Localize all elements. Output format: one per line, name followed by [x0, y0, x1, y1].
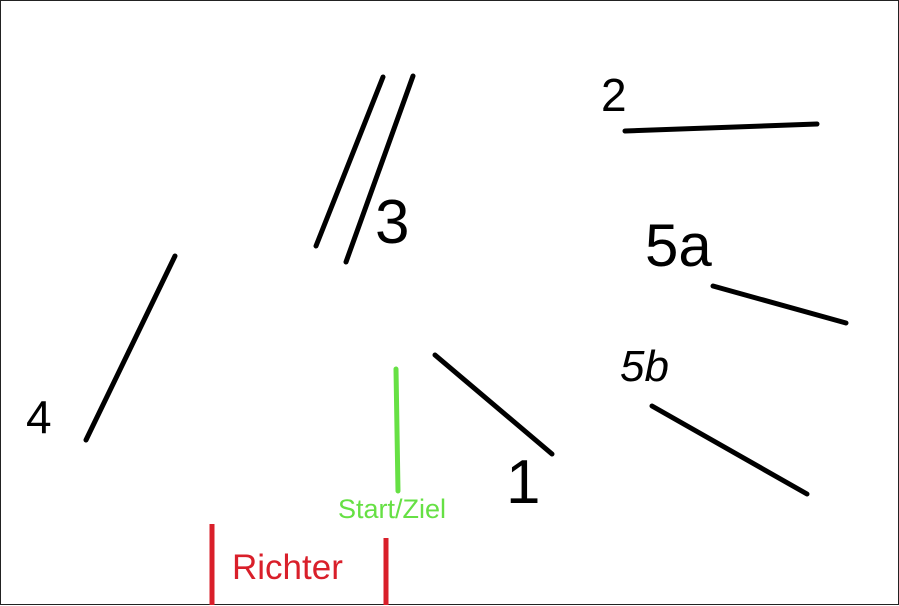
- start-finish-line: [393, 366, 401, 494]
- obstacle-5a-line: [710, 283, 849, 326]
- start-finish-label: Start/Ziel: [338, 494, 446, 524]
- obstacle-4-line: [83, 253, 178, 443]
- obstacle-2-line: [622, 121, 820, 134]
- obstacle-5b-label: 5b: [620, 342, 669, 391]
- obstacle-2-label: 2: [601, 69, 627, 121]
- obstacle-3-line-b: [343, 73, 416, 265]
- judge-label: Richter: [232, 548, 343, 587]
- obstacle-5a-label: 5a: [645, 212, 712, 279]
- obstacle-3-line-a: [313, 74, 386, 249]
- obstacle-5b-line: [649, 403, 810, 497]
- obstacle-1-label: 1: [506, 448, 540, 517]
- obstacle-3-label: 3: [375, 188, 409, 257]
- obstacle-4-label: 4: [26, 391, 52, 443]
- obstacle-1-line: [432, 352, 555, 457]
